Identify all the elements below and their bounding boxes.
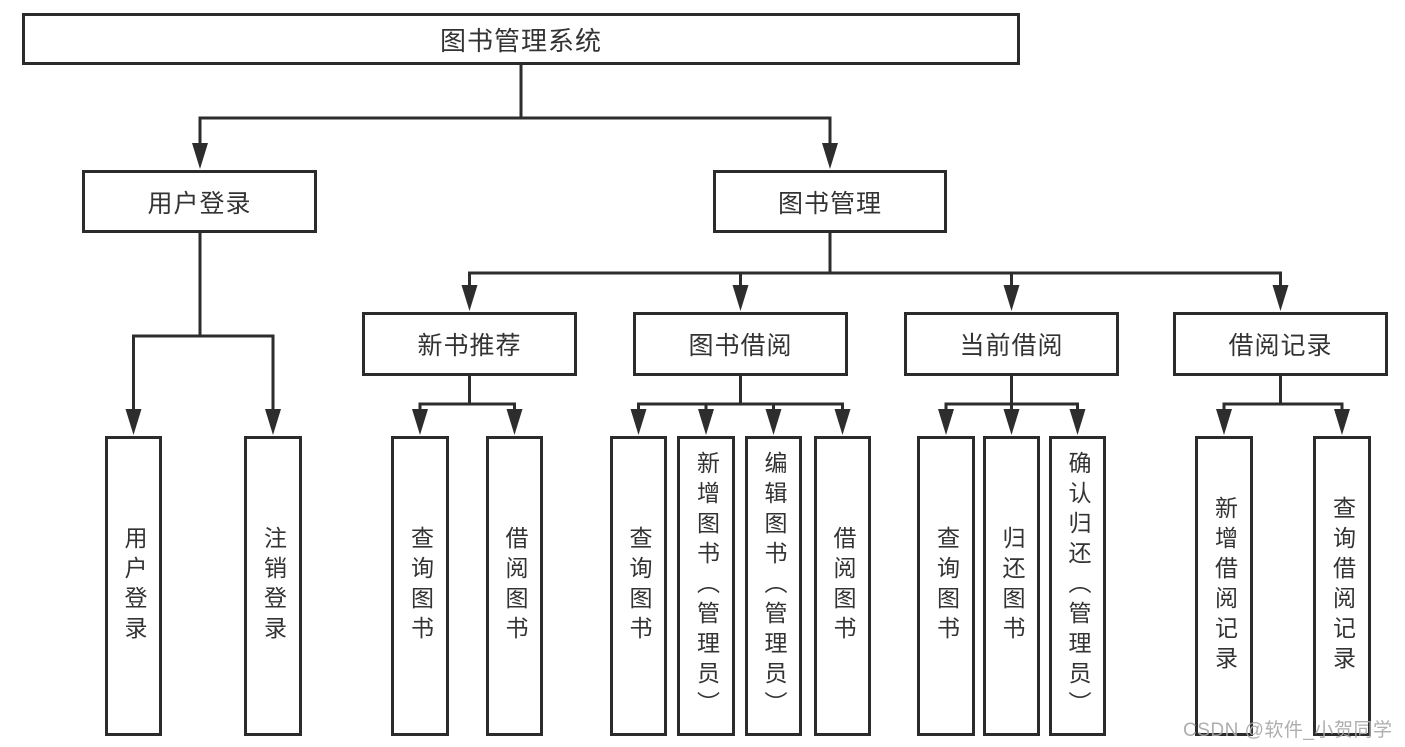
node-label: 查询图书 xyxy=(933,526,960,646)
node-current-borrow: 当前借阅 xyxy=(904,312,1119,376)
node-leaf-nb-borrow: 借阅图书 xyxy=(486,436,543,736)
node-label: 新增借阅记录 xyxy=(1211,496,1238,676)
node-leaf-bb-edit: 编辑图书（管理员） xyxy=(745,436,802,736)
arrowhead-cb-return xyxy=(1003,409,1020,435)
arrowhead-cb-confirm xyxy=(1069,409,1086,435)
arrowhead-current-borrow xyxy=(1003,285,1020,311)
arrowhead-bb-add xyxy=(698,409,714,435)
arrowhead-bb-edit xyxy=(765,409,782,435)
node-leaf-cb-query: 查询图书 xyxy=(917,436,975,736)
node-label: 用户登录 xyxy=(147,189,252,218)
arrowhead-book-borrow xyxy=(732,285,749,311)
node-root-system: 图书管理系统 xyxy=(22,13,1020,65)
node-book-mgmt: 图书管理 xyxy=(713,170,947,233)
connector-line xyxy=(468,233,1282,290)
node-leaf-bb-borrow: 借阅图书 xyxy=(814,436,871,736)
arrowhead-br-add xyxy=(1216,409,1232,435)
node-new-book: 新书推荐 xyxy=(362,312,577,376)
node-label: 查询图书 xyxy=(407,526,434,646)
connector-book-borrow-children xyxy=(630,375,851,435)
connector-line xyxy=(637,375,844,414)
node-book-borrow: 图书借阅 xyxy=(633,312,848,376)
connector-root-to-level2 xyxy=(192,64,838,169)
arrowhead-br-query xyxy=(1334,409,1350,435)
arrowhead-logout xyxy=(265,409,281,435)
arrowhead-login xyxy=(125,409,142,435)
connector-borrow-records-children xyxy=(1216,375,1350,435)
node-label: 编辑图书（管理员） xyxy=(761,451,787,721)
node-label: 归还图书 xyxy=(999,526,1025,646)
node-label: 注销登录 xyxy=(260,526,287,646)
node-label: 借阅记录 xyxy=(1228,332,1333,360)
arrowhead-bb-borrow xyxy=(834,409,851,435)
node-label: 借阅图书 xyxy=(502,526,528,646)
node-leaf-bb-query: 查询图书 xyxy=(610,436,667,736)
node-label: 图书管理 xyxy=(777,189,882,218)
node-label: 图书管理系统 xyxy=(439,25,602,56)
arrowhead-cb-query xyxy=(938,409,954,435)
arrowhead-book-mgmt xyxy=(822,143,838,169)
node-label: 查询图书 xyxy=(626,526,652,646)
node-leaf-bb-add: 新增图书（管理员） xyxy=(677,436,735,736)
node-leaf-br-query: 查询借阅记录 xyxy=(1313,436,1371,736)
connector-current-borrow-children xyxy=(938,375,1086,435)
node-label: 借阅图书 xyxy=(830,526,856,646)
node-leaf-cb-confirm: 确认归还（管理员） xyxy=(1049,436,1106,736)
connector-new-book-children xyxy=(412,375,523,435)
node-label: 当前借阅 xyxy=(959,332,1064,360)
node-label: 新增图书（管理员） xyxy=(693,451,720,721)
connector-book-mgmt-children xyxy=(461,233,1289,311)
csdn-watermark: CSDN @软件_小贺同学 xyxy=(1183,720,1393,741)
arrowhead-user-login xyxy=(192,143,208,169)
node-label: 确认归还（管理员） xyxy=(1065,451,1091,721)
node-leaf-cb-return: 归还图书 xyxy=(983,436,1040,736)
arrowhead-bb-query xyxy=(630,409,647,435)
node-label: 图书借阅 xyxy=(688,332,793,360)
connector-line xyxy=(1222,375,1344,414)
node-label: 用户登录 xyxy=(121,526,147,646)
arrowhead-borrow-records xyxy=(1272,285,1289,311)
node-label: 查询借阅记录 xyxy=(1329,496,1356,676)
node-borrow-records: 借阅记录 xyxy=(1173,312,1388,376)
arrowhead-nb-query xyxy=(412,409,428,435)
connector-line xyxy=(418,375,516,414)
node-leaf-login: 用户登录 xyxy=(105,436,162,736)
arrowhead-new-book xyxy=(461,285,478,311)
node-leaf-nb-query: 查询图书 xyxy=(391,436,449,736)
connector-line xyxy=(198,64,832,148)
arrowhead-nb-borrow xyxy=(506,409,523,435)
node-leaf-logout: 注销登录 xyxy=(244,436,302,736)
connector-line xyxy=(944,375,1079,414)
connector-user-login-children xyxy=(125,233,281,435)
node-leaf-br-add: 新增借阅记录 xyxy=(1195,436,1253,736)
node-user-login: 用户登录 xyxy=(82,170,317,233)
node-label: 新书推荐 xyxy=(417,332,522,360)
connector-line xyxy=(132,233,275,414)
